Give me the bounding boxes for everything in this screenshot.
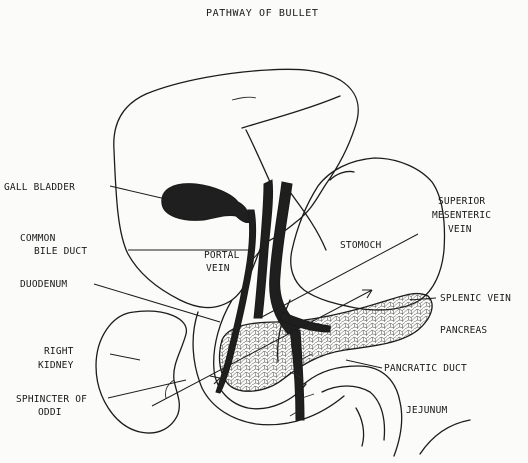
label-pancreatic-duct: PANCRATIC DUCT bbox=[384, 363, 467, 374]
right-kidney bbox=[96, 311, 186, 433]
label-portal-vein-line1: PORTAL bbox=[204, 250, 240, 261]
label-gall-bladder: GALL BLADDER bbox=[4, 182, 75, 193]
gall-bladder bbox=[162, 184, 250, 223]
label-splenic-vein: SPLENIC VEIN bbox=[440, 293, 511, 304]
label-superior-mesenteric-line1: SUPERIOR bbox=[438, 196, 485, 207]
label-stomach: STOMOCH bbox=[340, 240, 382, 251]
label-superior-mesenteric-line2: MESENTERIC bbox=[432, 210, 491, 221]
stomach bbox=[290, 158, 445, 310]
label-portal-vein-line2: VEIN bbox=[206, 263, 230, 274]
label-right-kidney-line1: RIGHT bbox=[44, 346, 74, 357]
diagram-title: PATHWAY OF BULLET bbox=[206, 8, 319, 19]
label-duodenum: DUODENUM bbox=[20, 279, 67, 290]
label-jejunum: JEJUNUM bbox=[406, 405, 448, 416]
label-common-bile-duct-line2: BILE DUCT bbox=[34, 246, 87, 257]
portal-vein bbox=[254, 180, 273, 318]
label-sphincter-line2: ODDI bbox=[38, 407, 62, 418]
label-right-kidney-line2: KIDNEY bbox=[38, 360, 74, 371]
label-pancreas: PANCREAS bbox=[440, 325, 487, 336]
liver bbox=[114, 69, 358, 307]
superior-mesenteric-vein bbox=[270, 182, 300, 334]
label-superior-mesenteric-line3: VEIN bbox=[448, 224, 472, 235]
label-sphincter-line1: SPHINCTER OF bbox=[16, 394, 87, 405]
label-common-bile-duct-line1: COMMON bbox=[20, 233, 56, 244]
